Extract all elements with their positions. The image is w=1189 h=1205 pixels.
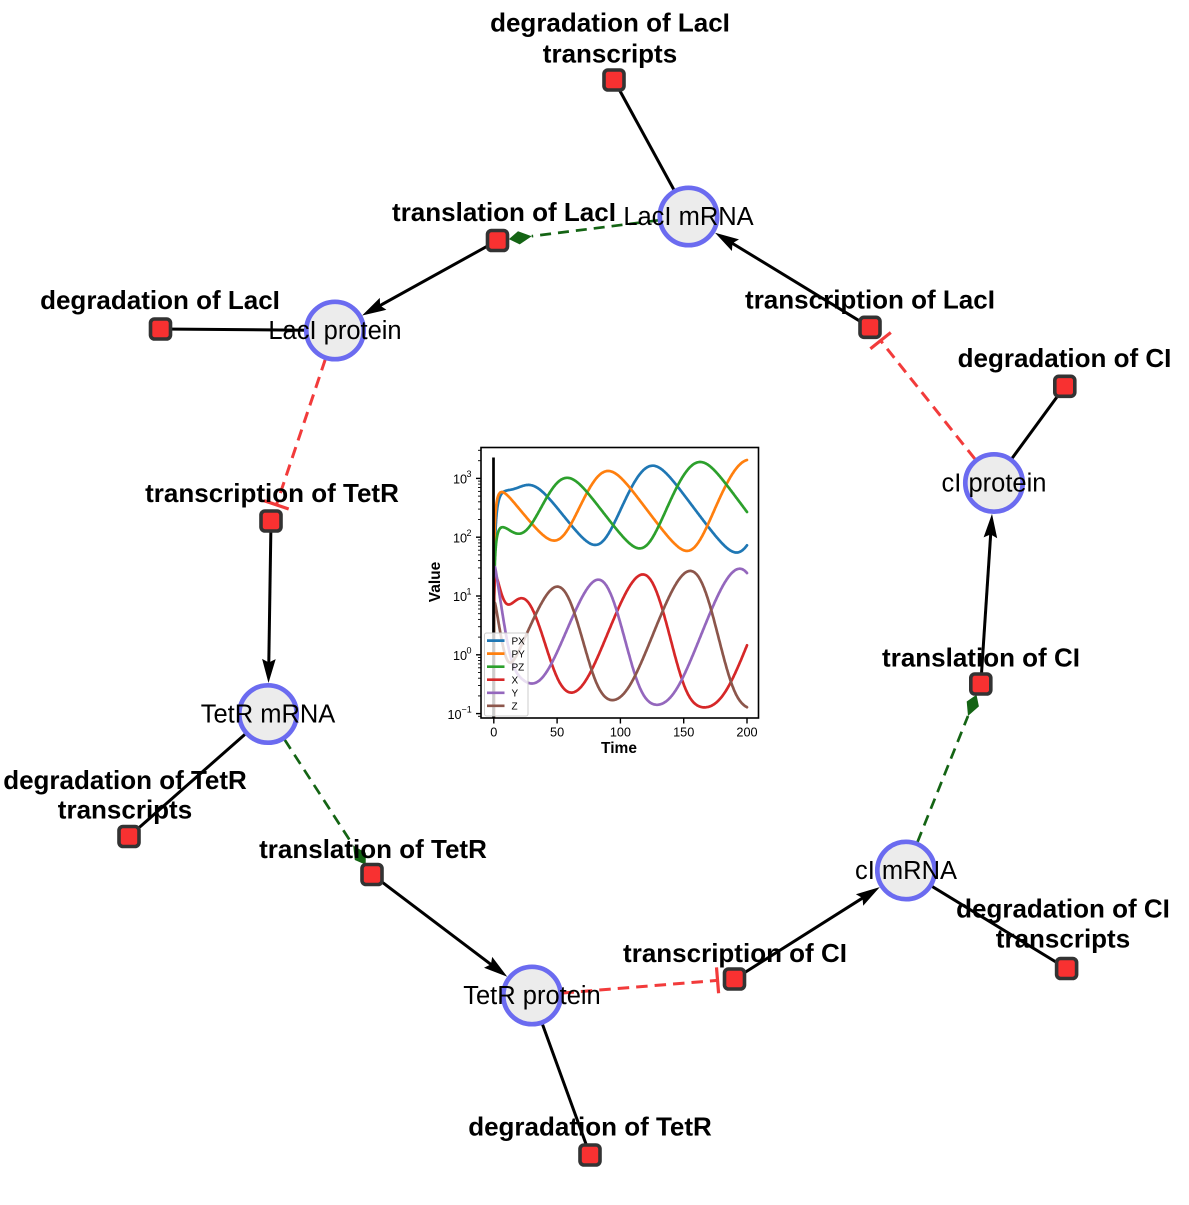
svg-text:transcription of LacI: transcription of LacI [745, 285, 995, 315]
svg-text:degradation of CI: degradation of CI [956, 894, 1170, 924]
svg-text:0: 0 [490, 726, 497, 740]
svg-text:10: 10 [453, 473, 467, 487]
svg-text:10: 10 [453, 649, 467, 663]
svg-text:1: 1 [467, 587, 472, 597]
svg-text:LacI protein: LacI protein [268, 317, 401, 345]
svg-text:degradation of CI: degradation of CI [958, 343, 1172, 373]
svg-text:transcripts: transcripts [996, 924, 1130, 954]
svg-text:X: X [512, 675, 519, 686]
svg-text:LacI mRNA: LacI mRNA [623, 203, 753, 231]
svg-text:translation of TetR: translation of TetR [259, 834, 487, 864]
svg-text:10: 10 [453, 590, 467, 604]
svg-text:PZ: PZ [512, 662, 525, 673]
svg-text:TetR mRNA: TetR mRNA [201, 701, 336, 729]
svg-text:Value: Value [427, 561, 444, 602]
svg-text:transcription of CI: transcription of CI [623, 938, 847, 968]
svg-text:50: 50 [550, 726, 564, 740]
svg-text:cI protein: cI protein [942, 470, 1047, 498]
svg-text:0: 0 [467, 646, 472, 656]
svg-text:translation of LacI: translation of LacI [392, 197, 616, 227]
svg-text:degradation of TetR: degradation of TetR [3, 765, 247, 795]
svg-text:degradation of LacI: degradation of LacI [40, 285, 280, 315]
svg-text:cI mRNA: cI mRNA [855, 857, 957, 885]
svg-text:PY: PY [512, 649, 526, 660]
svg-text:150: 150 [673, 726, 694, 740]
svg-text:transcription of TetR: transcription of TetR [145, 478, 399, 508]
svg-text:2: 2 [467, 528, 472, 538]
svg-text:translation of CI: translation of CI [882, 643, 1080, 673]
svg-text:200: 200 [736, 726, 757, 740]
svg-text:TetR protein: TetR protein [463, 982, 601, 1010]
svg-text:transcripts: transcripts [543, 39, 677, 69]
svg-text:3: 3 [467, 469, 472, 479]
svg-text:Z: Z [512, 702, 518, 713]
svg-text:degradation of TetR: degradation of TetR [468, 1112, 712, 1142]
svg-text:Time: Time [601, 740, 637, 757]
svg-text:PX: PX [512, 636, 526, 647]
svg-text:100: 100 [610, 726, 631, 740]
svg-text:Y: Y [512, 689, 519, 700]
svg-text:10: 10 [453, 531, 467, 545]
svg-text:transcripts: transcripts [58, 795, 192, 825]
svg-text:−1: −1 [462, 704, 472, 714]
svg-text:degradation of LacI: degradation of LacI [490, 8, 730, 38]
svg-text:10: 10 [448, 708, 462, 722]
